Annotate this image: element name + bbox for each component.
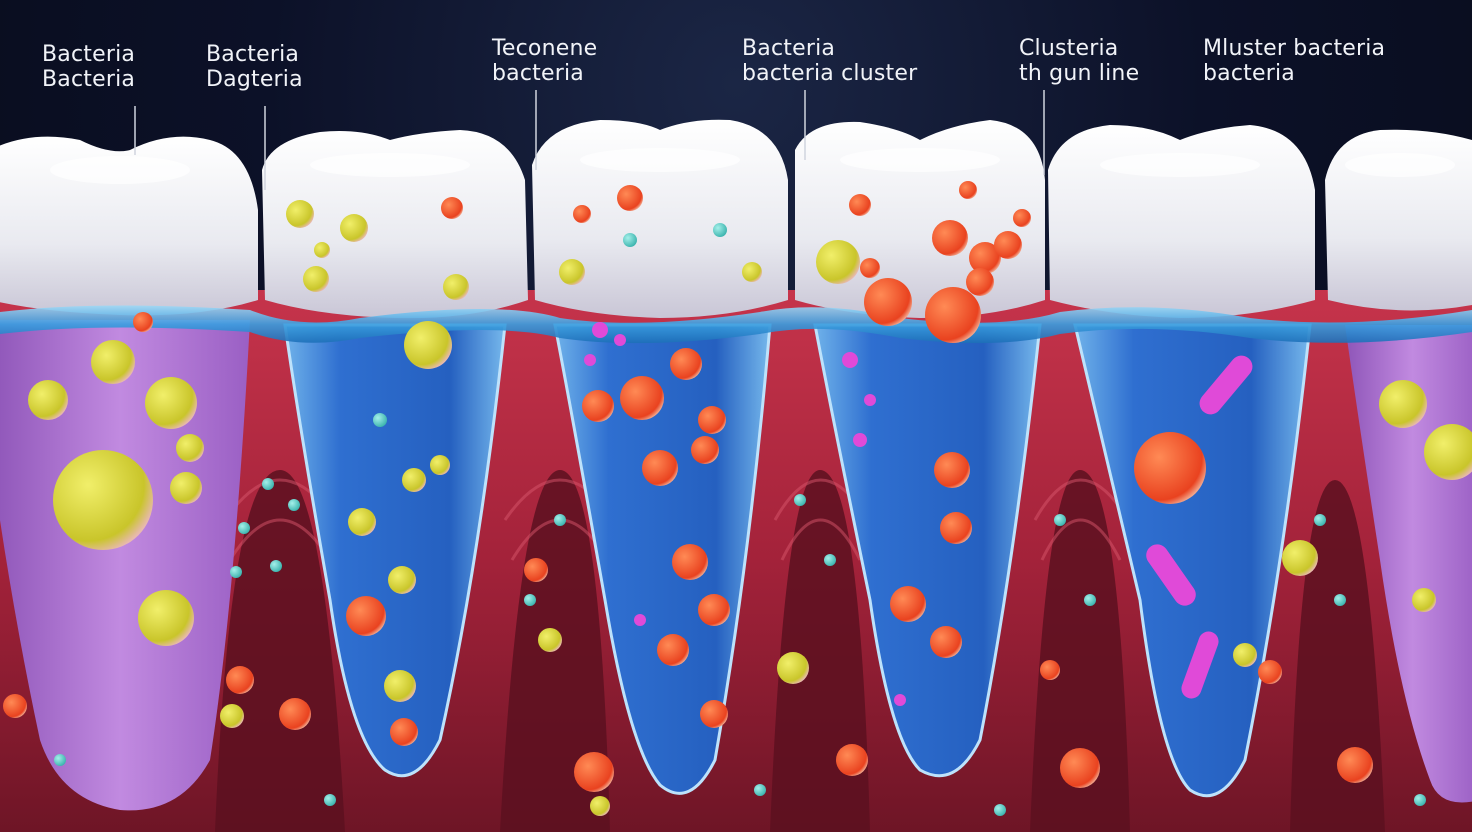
label-bacteria-2: Bacteria Dagteria xyxy=(206,42,303,92)
enamel-highlights xyxy=(50,148,1455,184)
label-line-1: Clusteria xyxy=(1019,36,1119,61)
tooth-crowns xyxy=(0,119,1472,319)
label-line-2: bacteria xyxy=(492,61,584,86)
label-bacteria-5: Clusteria th gun line xyxy=(1019,36,1139,86)
label-line-2: Bacteria xyxy=(42,67,136,92)
gum-line xyxy=(0,305,1472,344)
label-line-2: Dagteria xyxy=(206,67,303,92)
label-line-1: Bacteria xyxy=(742,36,836,61)
label-line-1: Teconene xyxy=(492,36,598,61)
bacteria-yellow xyxy=(28,200,1472,816)
label-line-2: bacteria xyxy=(1203,61,1295,86)
bacteria-teal xyxy=(54,223,1426,816)
label-bacteria-1: Bacteria Bacteria xyxy=(42,42,135,92)
root-5-blue xyxy=(1073,323,1312,798)
root-2-blue xyxy=(283,323,507,778)
bacteria-magenta xyxy=(584,322,1253,706)
label-line-2: th gun line xyxy=(1019,61,1140,86)
label-line-2: bacteria cluster xyxy=(742,61,918,86)
label-line-1: Mluster bacteria xyxy=(1203,36,1386,61)
label-line-1: Bacteria xyxy=(206,42,300,67)
label-bacteria-6: Mluster bacteria bacteria xyxy=(1203,36,1385,86)
bacteria-orange xyxy=(3,181,1373,792)
label-bacteria-4: Bacteria bacteria cluster xyxy=(742,36,917,86)
label-line-1: Bacteria xyxy=(42,42,136,67)
root-4-blue xyxy=(813,323,1042,778)
label-bacteria-3: Teconene bacteria xyxy=(492,36,597,86)
leader-lines xyxy=(134,90,1045,190)
